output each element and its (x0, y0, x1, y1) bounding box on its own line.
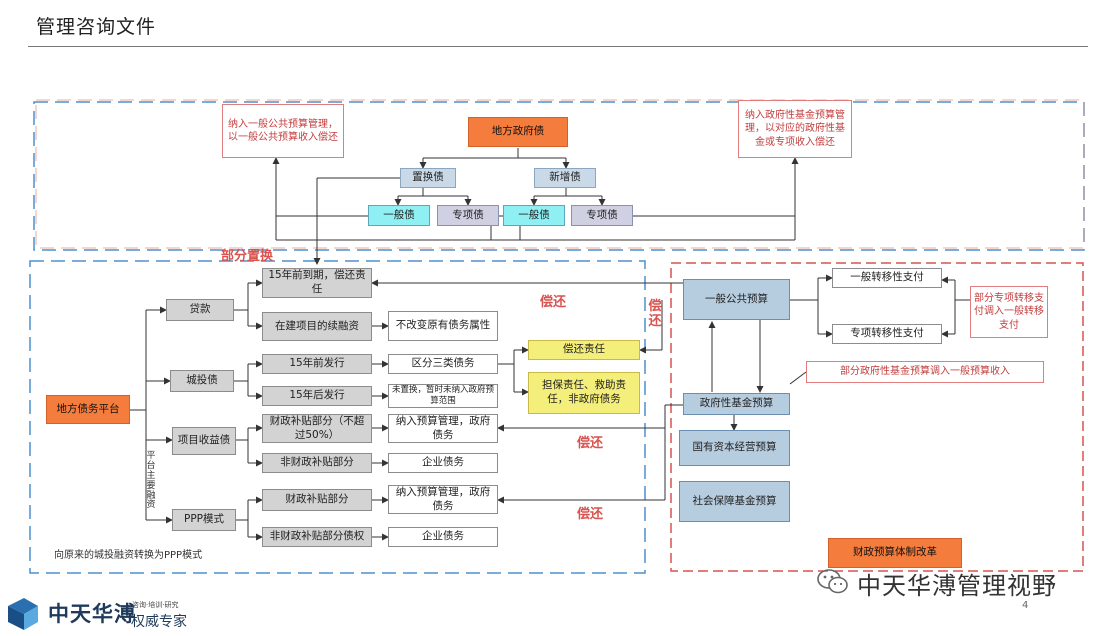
gov-debt-node-2: 纳入预算管理，政府债务 (388, 485, 498, 514)
ppp-transition-note: 向原来的城投融资转换为PPP模式 (54, 550, 203, 561)
fund-adjust-note: 部分政府性基金预算调入一般预算收入 (806, 361, 1044, 383)
ppp-node: PPP模式 (172, 509, 236, 531)
wechat-icon (817, 569, 848, 594)
repay-label-2: 偿还 (577, 436, 604, 451)
brand-logo-icon (8, 598, 38, 630)
platform-finance-note: 平台主要融资 (146, 451, 156, 511)
due-before-15-node: 15年前到期，偿还责任 (262, 268, 372, 298)
corp-debt-node-1: 企业债务 (388, 453, 498, 473)
page-title: 管理咨询文件 (36, 16, 157, 38)
ppp-subsidy-node: 财政补贴部分 (262, 489, 372, 511)
ppp-non-subsidy-node: 非财政补贴部分债权 (262, 527, 372, 547)
general-transfer-node: 一般转移性支付 (832, 268, 942, 288)
gov-debt-node-1: 纳入预算管理，政府债务 (388, 414, 498, 443)
brand-name: 中天华溥 (48, 602, 136, 626)
non-subsidy-node: 非财政补贴部分 (262, 453, 372, 473)
not-replaced-node: 未置换，暂时未纳入政府预算范围 (388, 384, 498, 408)
general-bond-node-1: 一般债 (368, 205, 430, 226)
wechat-account-name: 中天华溥管理视野 (857, 572, 1057, 600)
special-transfer-node: 专项转移性支付 (832, 324, 942, 344)
general-public-budget-node: 一般公共预算 (683, 279, 790, 320)
gov-fund-budget-node: 政府性基金预算 (683, 393, 790, 415)
debt-platform-node: 地方债务平台 (46, 395, 130, 424)
left-region-border (29, 260, 646, 574)
social-security-budget-node: 社会保障基金预算 (679, 481, 790, 522)
repay-label-1: 偿还 (540, 295, 567, 310)
new-bond-node: 新增债 (534, 168, 596, 188)
partial-replace-label: 部分置换 (221, 249, 274, 264)
repay-responsibility-node: 偿还责任 (528, 340, 640, 360)
repay-label-3: 偿还 (577, 507, 604, 522)
issued-before-15-node: 15年前发行 (262, 354, 372, 374)
corp-debt-node-2: 企业债务 (388, 527, 498, 547)
brand-tagline: 咨询·培训·研究 (132, 601, 179, 609)
page-number: 4 (1022, 600, 1029, 611)
special-bond-node-1: 专项债 (437, 205, 499, 226)
city-bond-node: 城投债 (170, 370, 234, 392)
budget-reform-node: 财政预算体制改革 (828, 538, 962, 568)
left-budget-note: 纳入一般公共预算管理，以一般公共预算收入偿还 (222, 104, 344, 158)
project-income-bond-node: 项目收益债 (172, 427, 236, 455)
local-gov-debt-node: 地方政府债 (468, 117, 568, 147)
brand-subtitle: 权威专家 (131, 614, 187, 630)
transfer-adjust-note: 部分专项转移支付调入一般转移支付 (970, 286, 1048, 338)
guarantee-responsibility-node: 担保责任、救助责任，非政府债务 (528, 372, 640, 414)
header-divider (28, 46, 1088, 47)
issued-after-15-node: 15年后发行 (262, 386, 372, 406)
three-types-node: 区分三类债务 (388, 354, 498, 374)
fiscal-subsidy-50-node: 财政补贴部分（不超过50%） (262, 414, 372, 443)
special-bond-node-2: 专项债 (571, 205, 633, 226)
top-region-border-red (35, 99, 1085, 249)
unchanged-nature-node: 不改变原有债务属性 (388, 311, 498, 341)
loans-node: 贷款 (166, 299, 234, 321)
soe-capital-budget-node: 国有资本经营预算 (679, 430, 790, 466)
in-progress-refinance-node: 在建项目的续融资 (262, 312, 372, 341)
replacement-bond-node: 置换债 (400, 168, 456, 188)
general-bond-node-2: 一般债 (503, 205, 565, 226)
repay-label-vertical: 偿还 (648, 299, 662, 329)
right-budget-note: 纳入政府性基金预算管理，以对应的政府性基金或专项收入偿还 (738, 100, 852, 158)
